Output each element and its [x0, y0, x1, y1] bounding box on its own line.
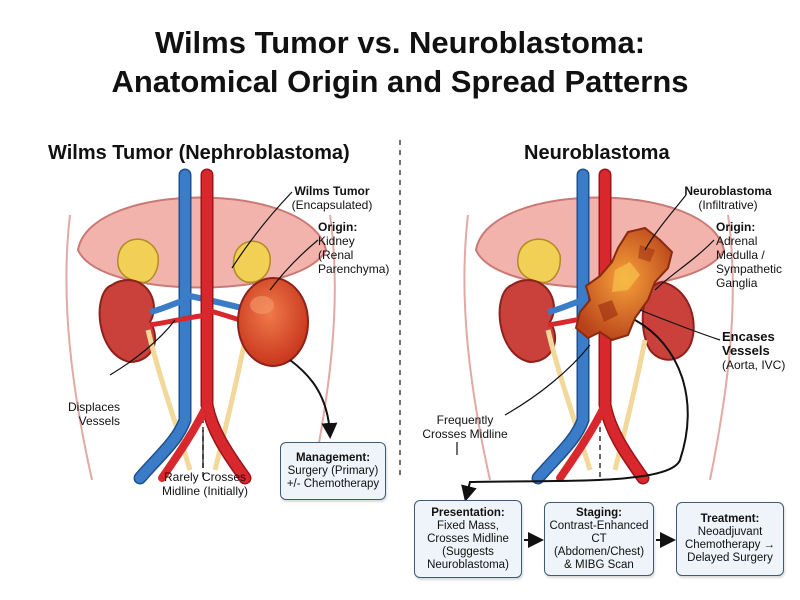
neuroblastoma-heading: Neuroblastoma — [524, 142, 670, 164]
neuroblastoma-anatomy — [456, 168, 734, 502]
displaces-line1: Displaces — [67, 400, 120, 414]
management-line2: +/- Chemotherapy — [286, 477, 380, 490]
wilms-heading: Wilms Tumor (Nephroblastoma) — [48, 142, 350, 164]
leader-crosses — [504, 344, 591, 416]
arrow-to-presentation — [461, 319, 689, 502]
kidney-left-nb — [498, 278, 557, 364]
treatment-line3: Delayed Surgery — [687, 552, 773, 564]
wilms-origin-line2: (Renal — [318, 248, 354, 262]
leader-wilms-tumor — [231, 191, 293, 269]
page-title-line1: Wilms Tumor vs. Neuroblastoma: — [154, 25, 646, 60]
presentation-line4: Neuroblastoma) — [427, 558, 509, 571]
treatment-line2: Chemotherapy → — [684, 539, 776, 551]
nb-origin-line2: Medulla / — [716, 248, 765, 262]
nb-origin-line1: Adrenal — [716, 234, 758, 248]
staging-line2: CT (Abdomen/Chest) — [553, 532, 645, 558]
wilms-anatomy — [65, 168, 338, 485]
renal-vein-left-nb — [547, 297, 584, 315]
treatment-box: Treatment: Neoadjuvant Chemotherapy → De… — [676, 502, 784, 576]
renal-vein-left — [149, 297, 186, 315]
wilms-tumor-mass — [237, 277, 309, 367]
staging-title: Staging: — [576, 506, 622, 519]
iliac-artery-left — [158, 401, 211, 482]
ivc — [135, 170, 190, 483]
leader-neuroblastoma — [644, 194, 687, 251]
ureter-left — [145, 329, 193, 471]
management-line1: Surgery (Primary) — [287, 464, 379, 477]
crosses-line1: Frequently — [436, 413, 494, 427]
presentation-line2: Crosses Midline — [427, 532, 509, 545]
encases-line2: Vessels — [722, 343, 770, 358]
arrow-to-management — [289, 359, 338, 439]
presentation-line1: Fixed Mass, — [437, 519, 499, 532]
nb-tumor-name: Neuroblastoma — [684, 184, 772, 198]
displaces-line2: Vessels — [78, 414, 120, 428]
wilms-origin-label: Origin: — [318, 220, 358, 234]
label-displaces-vessels: Displaces Vessels — [40, 400, 120, 428]
label-neuroblastoma: Neuroblastoma (Infiltrative) — [676, 184, 780, 212]
label-encases-vessels: Encases Vessels (Aorta, IVC) — [722, 329, 798, 373]
management-title: Management: — [295, 451, 371, 464]
ureter-right-nb — [612, 339, 648, 471]
nb-origin-line3: Sympathetic — [716, 262, 783, 276]
treatment-line1: Neoadjuvant — [697, 526, 763, 538]
body-outline-left-nb — [463, 214, 491, 481]
label-wilms-origin: Origin: Kidney (Renal Parenchyma) — [318, 220, 398, 276]
nb-tumor-type: (Infiltrative) — [698, 198, 758, 212]
wilms-origin-line1: Kidney — [318, 234, 355, 248]
leader-encases — [639, 309, 721, 341]
wilms-origin-line3: Parenchyma) — [318, 262, 390, 276]
nb-origin-label: Origin: — [716, 220, 756, 234]
presentation-box: Presentation: Fixed Mass, Crosses Midlin… — [414, 500, 522, 578]
adrenal-gland-right — [232, 240, 271, 284]
encases-line1: Encases — [722, 329, 775, 344]
treatment-title: Treatment: — [700, 513, 760, 525]
presentation-line3: (Suggests — [442, 545, 494, 558]
label-rarely-crosses: Rarely Crosses Midline (Initially) — [145, 470, 265, 498]
label-frequently-crosses: Frequently Crosses Midline — [410, 413, 520, 441]
rarely-crosses-line2: Midline (Initially) — [161, 484, 249, 498]
label-wilms-tumor: Wilms Tumor (Encapsulated) — [282, 184, 382, 212]
presentation-title: Presentation: — [431, 506, 505, 519]
body-outline-right-nb — [709, 214, 734, 481]
ureter-right — [212, 339, 248, 471]
rarely-crosses-line1: Rarely Crosses — [163, 470, 247, 484]
nb-origin-line4: Ganglia — [716, 276, 758, 290]
ivc-nb — [533, 170, 588, 483]
leader-displaces — [109, 319, 176, 376]
leader-origin-kidney — [269, 239, 319, 291]
encases-line3: (Aorta, IVC) — [722, 358, 786, 372]
body-outline-left — [65, 214, 93, 481]
crosses-line2: Crosses Midline — [422, 427, 508, 441]
adrenal-gland-nb — [517, 238, 561, 284]
wilms-tumor-name: Wilms Tumor — [294, 184, 370, 198]
renal-artery-left — [149, 312, 208, 328]
page-title-line2: Anatomical Origin and Spread Patterns — [111, 64, 689, 99]
staging-box: Staging: Contrast-Enhanced CT (Abdomen/C… — [544, 502, 654, 576]
label-nb-origin: Origin: Adrenal Medulla / Sympathetic Ga… — [716, 220, 796, 290]
staging-line1: Contrast-Enhanced — [549, 519, 649, 532]
iliac-artery-left-nb — [556, 401, 609, 482]
staging-line3: & MIBG Scan — [564, 558, 634, 571]
ureter-left-nb — [545, 329, 593, 471]
leader-origin-adrenal — [654, 239, 715, 291]
management-box: Management: Surgery (Primary) +/- Chemot… — [280, 442, 386, 500]
wilms-tumor-type: (Encapsulated) — [291, 198, 373, 212]
adrenal-gland-left — [117, 238, 159, 284]
